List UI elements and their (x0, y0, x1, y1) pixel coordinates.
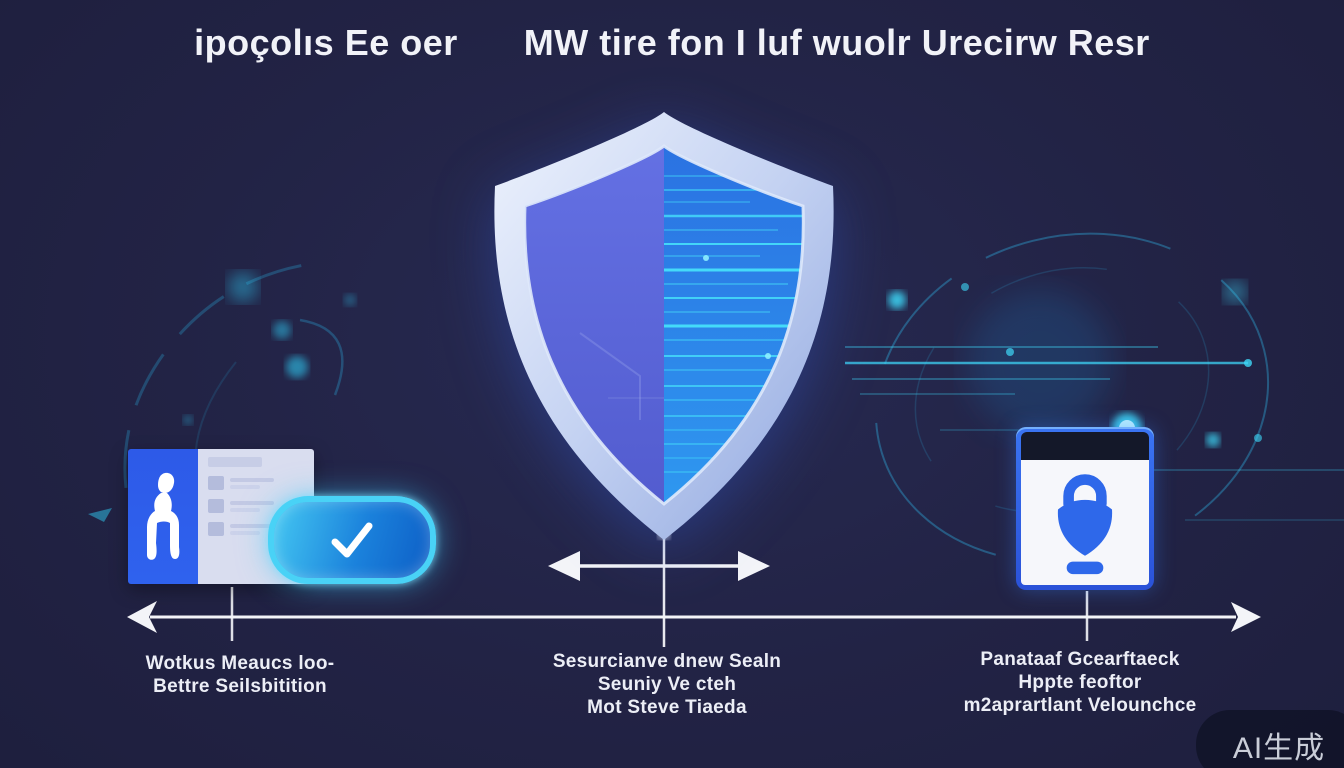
checkmark-icon (331, 522, 373, 558)
stage-label-line: Sesurcianve dnew Sealn (552, 651, 782, 672)
stage-label-center: Sesurcianve dnew Sealn Seuniy Ve cteh Mo… (508, 650, 826, 719)
list-item-icon (208, 499, 224, 513)
stage-label-right: Panataaf Gcearftaeck Hppte feoftor m2apr… (912, 648, 1248, 717)
timeline (127, 527, 1261, 647)
window-body (1021, 460, 1149, 585)
secure-window (1016, 427, 1154, 590)
list-row (208, 499, 304, 513)
title: ipoçolıs Ee oer MW tire fon I luf wuolr … (0, 22, 1344, 64)
verified-pill (268, 496, 436, 584)
timeline-right-arrow-icon (1231, 602, 1261, 632)
stage-label-left: Wotkus Meaucs loo- Bettre Seilsbitition (92, 652, 388, 698)
shield-icon (494, 112, 834, 540)
title-left: ipoçolıs Ee oer (194, 22, 458, 63)
stage-label-line: Panataaf Gcearftaeck (980, 649, 1180, 670)
list-item-icon (208, 476, 224, 490)
person-icon (147, 472, 180, 560)
lock-icon (1057, 473, 1113, 574)
double-arrow-icon (548, 551, 770, 581)
ai-watermark-text: AI生成 (1232, 732, 1326, 765)
list-item-icon (208, 522, 224, 536)
ai-watermark-badge: AI生成 (1196, 710, 1344, 768)
list-row (208, 522, 304, 536)
stage-label-line: Mot Steve Tiaeda (587, 697, 747, 718)
window-titlebar (1021, 432, 1149, 460)
stage-label-line: m2aprartlant Velounchce (963, 695, 1197, 716)
list-header-bar (208, 457, 262, 467)
title-right: MW tire fon I luf wuolr Urecirw Resr (523, 22, 1150, 63)
stage-label-line: Bettre Seilsbitition (153, 676, 327, 697)
stage-label-line: Seuniy Ve cteh (597, 674, 737, 695)
stage-label-line: Hppte feoftor (1018, 672, 1142, 693)
timeline-left-arrow-icon (127, 601, 157, 633)
user-card-photo-panel (128, 449, 198, 584)
list-row (208, 476, 304, 490)
stage-label-line: Wotkus Meaucs loo- (145, 653, 335, 674)
